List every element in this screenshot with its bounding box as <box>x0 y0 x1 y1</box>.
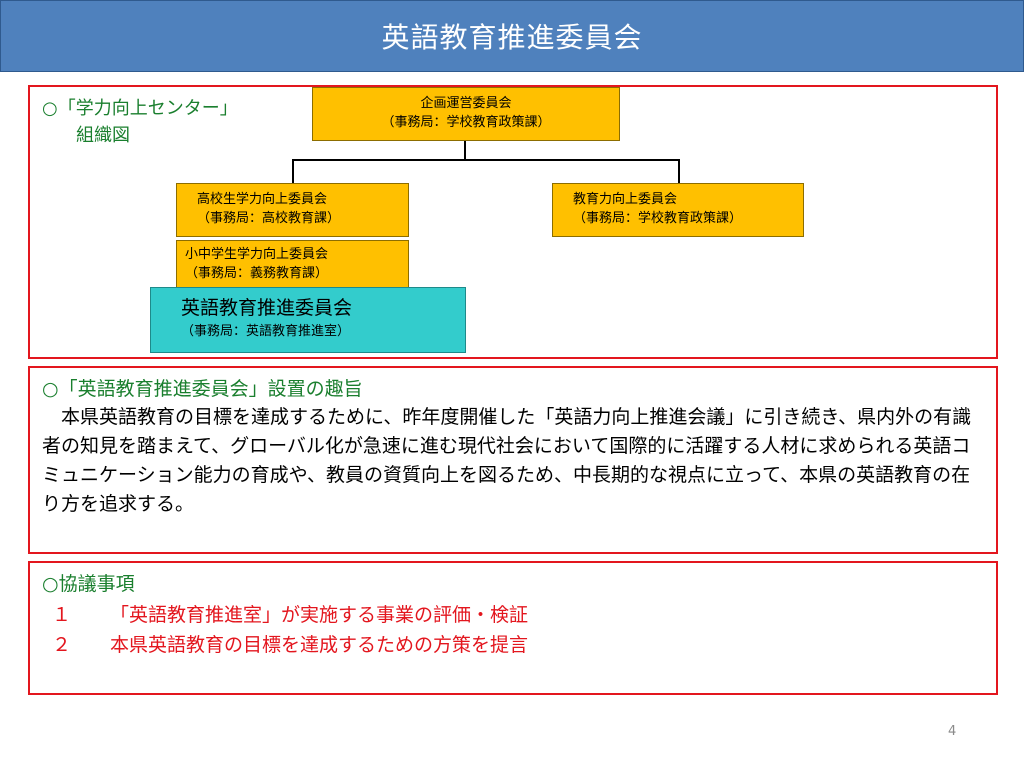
org-heading-line2: 組織図 <box>76 125 130 146</box>
education-committee-box: 教育力向上委員会 （事務局：学校教育政策課） <box>552 183 804 237</box>
page-number: 4 <box>948 724 957 739</box>
planning-committee-box: 企画運営委員会 （事務局：学校教育政策課） <box>312 87 620 141</box>
elementary-middle-committee-box: 小中学生学力向上委員会 （事務局：義務教育課） <box>176 240 409 290</box>
connector-right-drop <box>678 159 680 183</box>
agenda-item: １ 「英語教育推進室」が実施する事業の評価・検証 <box>52 601 528 629</box>
purpose-panel: ○「英語教育推進委員会」設置の趣旨 本県英語教育の目標を達成するために、昨年度開… <box>28 366 998 554</box>
agenda-item-number: ２ <box>52 634 72 656</box>
planning-committee-office: （事務局：学校教育政策課） <box>381 115 551 130</box>
high-school-committee-name: 高校生学力向上委員会 <box>197 192 328 207</box>
org-chart-heading: ○「学力向上センター」 組織図 <box>42 95 238 149</box>
purpose-body: 本県英語教育の目標を達成するために、昨年度開催した「英語力向上推進会議」に引き続… <box>42 406 972 515</box>
high-school-committee-office: （事務局：高校教育課） <box>197 211 341 226</box>
connector-left-drop <box>292 159 294 183</box>
agenda-item-number: １ <box>52 604 72 626</box>
planning-committee-name: 企画運営委員会 <box>420 96 512 111</box>
english-committee-name: 英語教育推進委員会 <box>181 297 353 319</box>
connector-horizontal <box>292 159 680 161</box>
purpose-heading: ○「英語教育推進委員会」設置の趣旨 <box>42 378 363 400</box>
slide-title: 英語教育推進委員会 <box>0 0 1024 72</box>
education-committee-name: 教育力向上委員会 <box>573 192 678 207</box>
agenda-panel: ○協議事項 １ 「英語教育推進室」が実施する事業の評価・検証 ２ 本県英語教育の目標… <box>28 561 998 695</box>
english-committee-office: （事務局：英語教育推進室） <box>181 324 351 339</box>
agenda-item-text: 「英語教育推進室」が実施する事業の評価・検証 <box>110 604 529 626</box>
agenda-heading: ○協議事項 <box>42 573 135 595</box>
education-committee-office: （事務局：学校教育政策課） <box>573 211 743 226</box>
connector-vertical-top <box>464 141 466 159</box>
org-chart-panel: ○「学力向上センター」 組織図 企画運営委員会 （事務局：学校教育政策課） 高校… <box>28 85 998 359</box>
org-heading-line1: ○「学力向上センター」 <box>42 98 238 119</box>
elementary-middle-committee-name: 小中学生学力向上委員会 <box>185 247 329 262</box>
elementary-middle-committee-office: （事務局：義務教育課） <box>185 266 329 281</box>
high-school-committee-box: 高校生学力向上委員会 （事務局：高校教育課） <box>176 183 409 237</box>
agenda-item: ２ 本県英語教育の目標を達成するための方策を提言 <box>52 631 528 659</box>
agenda-item-text: 本県英語教育の目標を達成するための方策を提言 <box>110 634 529 656</box>
english-committee-box: 英語教育推進委員会 （事務局：英語教育推進室） <box>150 287 466 353</box>
